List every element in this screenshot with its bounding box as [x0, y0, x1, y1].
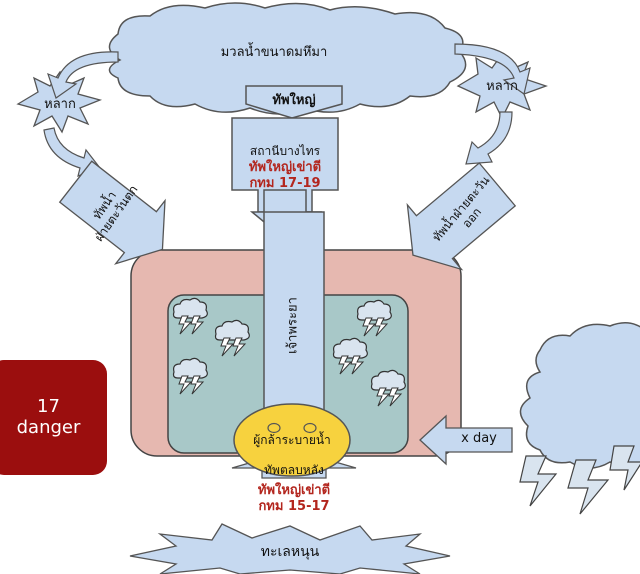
- danger-text: danger: [16, 417, 81, 438]
- lightning-bolt-icon: [609, 445, 640, 491]
- sea-label: ทะเลหนุน: [260, 544, 320, 560]
- bottom-red-dates: กทม 15-17: [258, 499, 330, 514]
- center-label-attack: ทัพใหญ่เข่าตี: [248, 160, 322, 175]
- center-label-dates: กทม 17-19: [249, 176, 321, 191]
- face-label: ผู้กล้าระบายน้ำ: [253, 433, 331, 447]
- smiley-face-icon: [233, 403, 351, 477]
- top-arrow: [245, 85, 343, 119]
- top-cloud-label: มวลน้ำขนาดมหึมา: [220, 45, 328, 60]
- left-burst: [16, 70, 103, 134]
- bottom-arrow-label: ทัพตลบหลัง: [264, 463, 324, 477]
- lightning-bolt-icon: [567, 459, 610, 515]
- top-arrow-label: ทัพใหญ่: [272, 93, 316, 108]
- danger-box: 17 danger: [0, 360, 107, 475]
- sea-burst: [129, 523, 451, 574]
- xday-label: x day: [461, 431, 497, 446]
- curve-arrow-right-down: [465, 111, 513, 165]
- top-cloud: [108, 2, 467, 115]
- left-burst-label: หลาก: [44, 97, 76, 112]
- right-arrow: [406, 162, 517, 271]
- river-label: เจ้าพระยา: [285, 297, 301, 354]
- curve-arrow-top-left: [47, 51, 119, 99]
- left-arrow: [58, 160, 166, 265]
- bottom-red-attack: ทัพใหญ่เข่าตี: [257, 483, 331, 498]
- curve-arrow-top-right: [454, 43, 531, 96]
- center-label-station: สถานีบางไทร: [249, 144, 321, 158]
- xday-arrow: [419, 414, 513, 466]
- right-storm-cloud: [519, 322, 640, 469]
- danger-number: 17: [37, 396, 60, 417]
- right-burst-label: หลาก: [486, 79, 518, 94]
- lightning-bolt-icon: [519, 455, 558, 507]
